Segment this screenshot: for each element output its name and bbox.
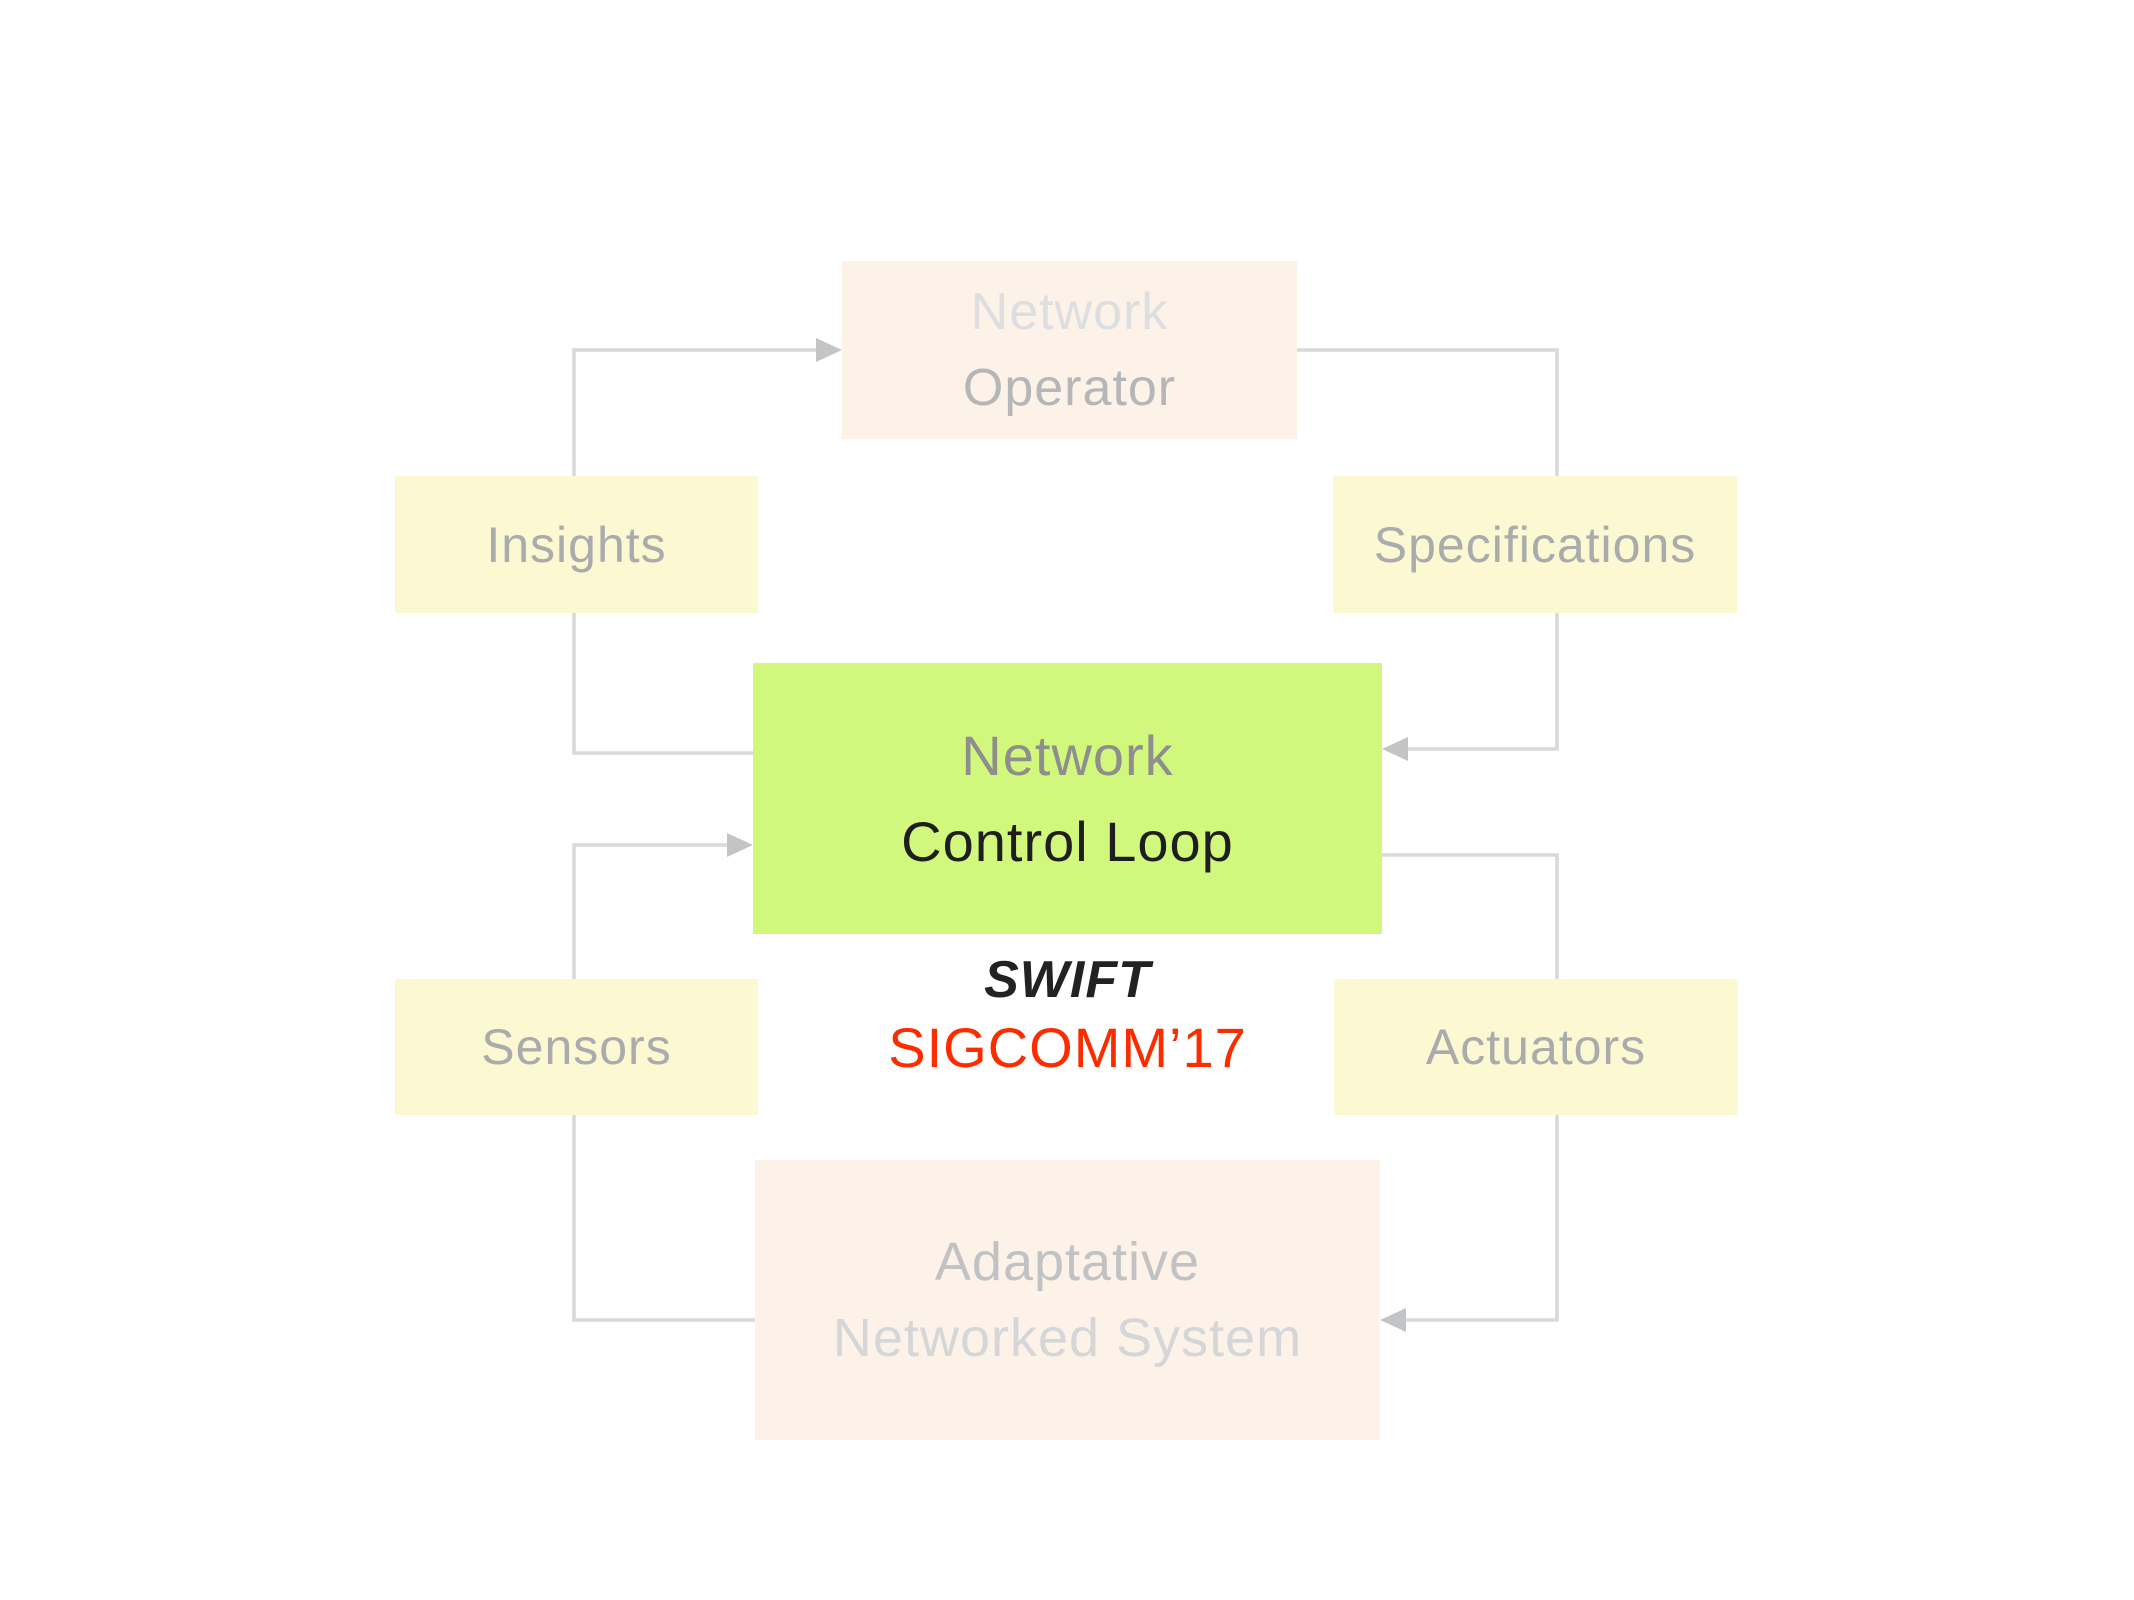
specifications-label: Specifications (1373, 516, 1697, 573)
venue-text: SIGCOMM’17 (888, 1016, 1247, 1079)
network-operator-line1: Network (970, 283, 1169, 341)
control-loop-line2: Control Loop (901, 809, 1234, 873)
adaptative-line2: Networked System (832, 1308, 1303, 1368)
sensors-box: Sensors (395, 979, 758, 1115)
control-loop-line1: Network (961, 723, 1174, 787)
arrowhead-right-into-controlloop-icon (727, 833, 753, 857)
network-operator-line2: Operator (962, 359, 1177, 417)
insights-box: Insights (395, 476, 758, 613)
actuators-label: Actuators (1425, 1019, 1647, 1075)
insights-label: Insights (486, 516, 667, 573)
network-operator-box: Network Operator (842, 261, 1297, 439)
network-control-loop-box: Network Control Loop (753, 663, 1382, 934)
adaptative-networked-system-box: Adaptative Networked System (755, 1160, 1380, 1440)
sensors-label: Sensors (481, 1019, 672, 1075)
arrowhead-right-into-operator-icon (816, 338, 842, 362)
system-name-text: SWIFT (984, 951, 1151, 1009)
arrowhead-left-into-controlloop-icon (1382, 737, 1408, 761)
actuators-box: Actuators (1334, 979, 1738, 1115)
adaptative-line1: Adaptative (934, 1232, 1201, 1292)
specifications-box: Specifications (1333, 476, 1737, 613)
arrowhead-left-into-adaptative-icon (1380, 1308, 1406, 1332)
annotation-block: SWIFT SIGCOMM’17 (753, 945, 1382, 1081)
